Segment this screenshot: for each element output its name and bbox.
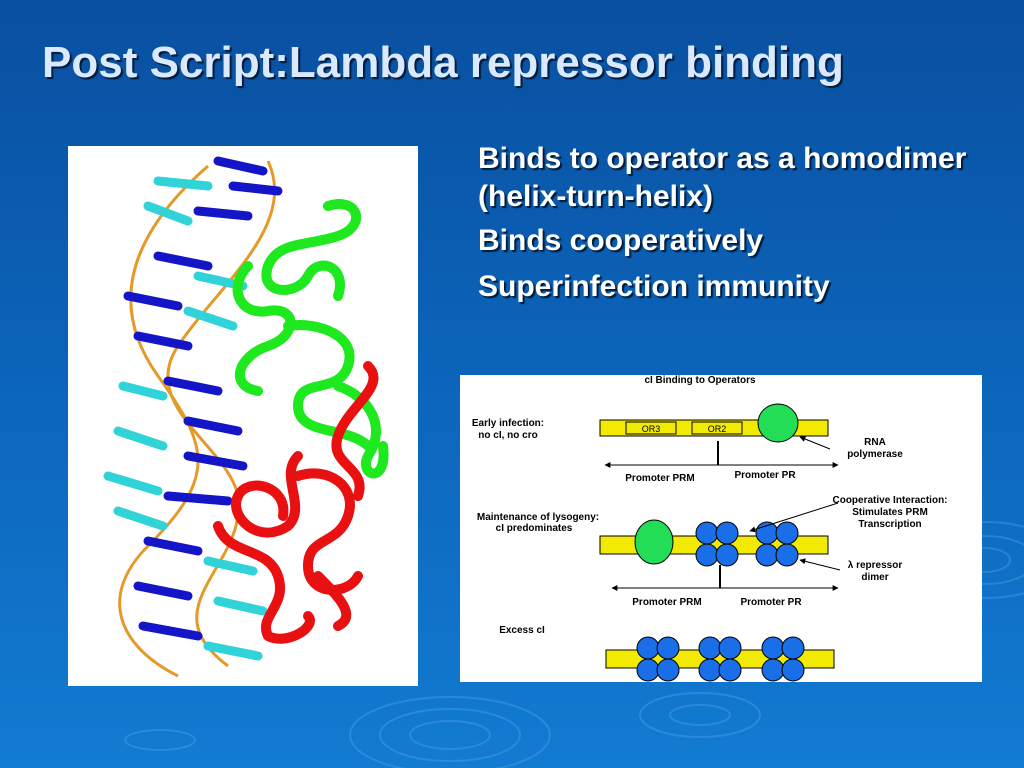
rna-polymerase-shape — [634, 519, 674, 565]
coop-stimulates-label: Stimulates PRM — [852, 507, 928, 518]
excess-ci-label: Excess cI — [499, 625, 545, 636]
dna-backbone-strand — [166, 160, 276, 668]
slide-title: Post Script:Lambda repressor binding — [42, 38, 844, 87]
bullet-item: Superinfection immunity — [440, 268, 1000, 306]
coop-arrow — [749, 502, 839, 533]
coop-label: Cooperative Interaction: — [832, 495, 947, 506]
rna-arrow — [799, 436, 831, 450]
cI-binding-diagram: cI Binding to Operators Early infection:… — [460, 375, 982, 682]
protein-subunit-green — [232, 199, 389, 479]
rna-label: RNA — [864, 437, 886, 448]
rna-polymerase-shape — [757, 403, 799, 443]
molecule-illustration — [103, 156, 389, 678]
repressor-arrow — [799, 558, 841, 571]
repressor-dimer-label: dimer — [861, 572, 888, 583]
repressor-dimers-excess — [636, 636, 805, 682]
or2-site — [691, 421, 743, 435]
early-infection-label: Early infection: — [472, 418, 544, 429]
protein-subunit-red — [213, 361, 379, 644]
promoter-pr-label: Promoter PR — [734, 470, 796, 481]
dna-repressor-structure-image — [68, 146, 418, 686]
operator-binding-figure: cI Binding to Operators Early infection:… — [472, 375, 948, 682]
or3-label: OR3 — [642, 424, 661, 434]
promoter-prm-label: Promoter PRM — [625, 473, 694, 484]
bullet-text: Binds cooperatively — [478, 224, 764, 257]
or3-site — [625, 421, 677, 435]
repressor-label: λ repressor — [848, 560, 903, 571]
diagram-title: cI Binding to Operators — [644, 375, 756, 386]
or2-label: OR2 — [708, 424, 727, 434]
bullet-item: Binds to operator as a homodimer (helix-… — [440, 140, 1000, 216]
dna-bases-dark — [123, 156, 283, 641]
bullet-text: Superinfection immunity — [478, 270, 830, 303]
promoter-prm-label: Promoter PRM — [632, 597, 701, 608]
dna-backbone-strand — [118, 164, 209, 678]
rna-polymerase-label: polymerase — [847, 449, 903, 460]
bullet-item: Binds cooperatively — [440, 222, 1000, 260]
maintenance-label: Maintenance of lysogeny: — [477, 512, 599, 523]
early-infection-sublabel: no cI, no cro — [478, 430, 537, 441]
repressor-dimers-bound — [695, 521, 799, 567]
bullet-text: Binds to operator as a homodimer (helix-… — [478, 142, 967, 213]
promoter-pr-label: Promoter PR — [740, 597, 802, 608]
maintenance-sublabel: cI predominates — [496, 523, 573, 534]
bullet-list: Binds to operator as a homodimer (helix-… — [440, 140, 1000, 314]
coop-transcription-label: Transcription — [858, 519, 921, 530]
